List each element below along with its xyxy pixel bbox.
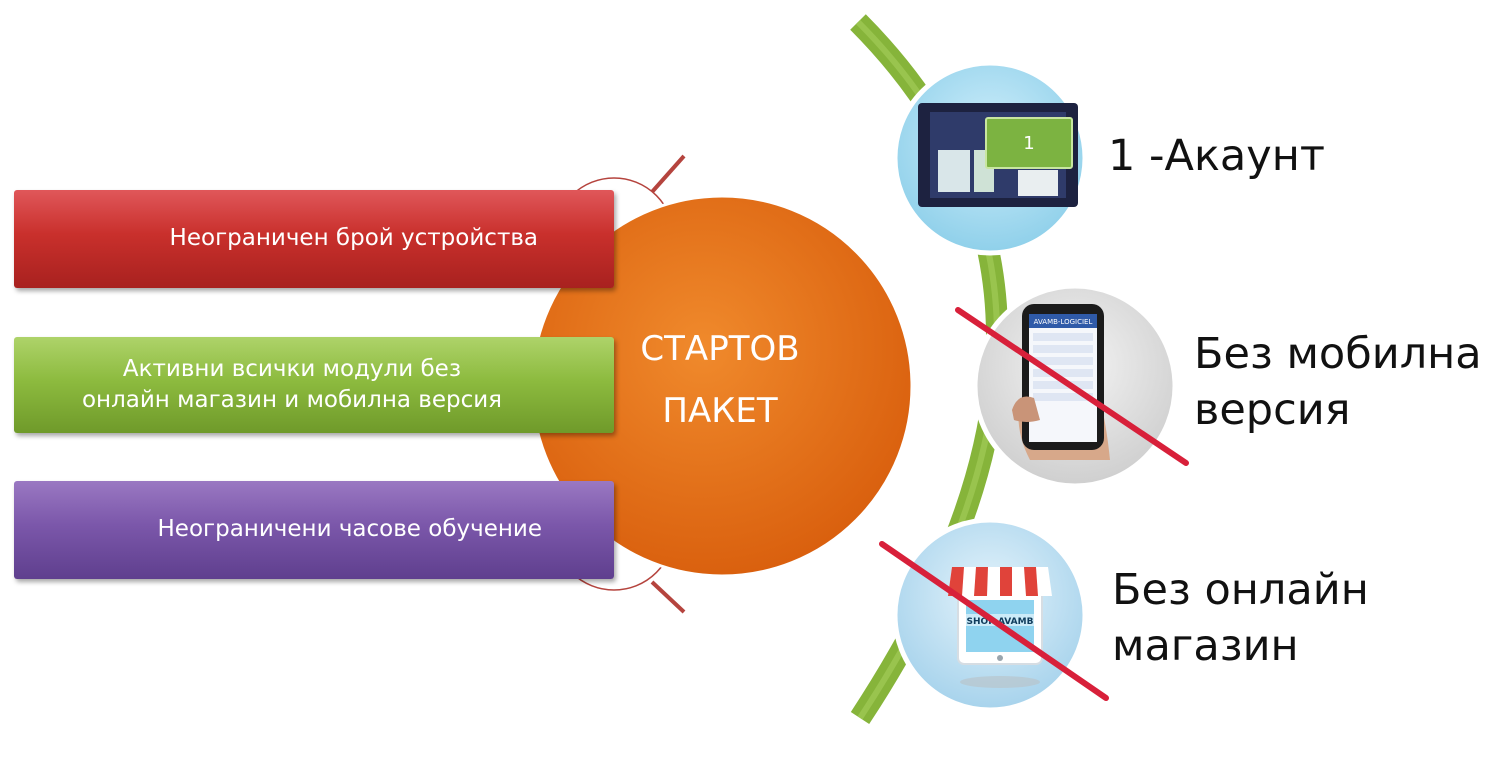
center-title: СТАРТОВ ПАКЕТ [560, 318, 880, 442]
feature-bar-training: Неограничени часове обучение [14, 481, 614, 579]
center-title-line1: СТАРТОВ [640, 329, 800, 369]
feature-label: Неограничен брой устройства [169, 225, 538, 252]
option-label-shop: Без онлайн магазин [1112, 565, 1369, 671]
feature-label: Неограничени часове обучение [157, 516, 542, 543]
feature-bar-modules: Активни всички модули без онлайн магазин… [14, 337, 614, 433]
cross-line-shop [879, 541, 1109, 701]
connector-bottom [650, 580, 686, 614]
center-title-line2: ПАКЕТ [662, 391, 778, 431]
cross-line-mobile [955, 307, 1189, 466]
feature-label: Активни всички модули без [122, 355, 462, 382]
option-label-account: 1 -Акаунт [1108, 131, 1325, 181]
option-circle-account: 1 [892, 60, 1088, 256]
phone-screen-title: AVAMB-LOGICIEL [1034, 318, 1093, 326]
online-shop-icon: SHOP AVAMB [948, 567, 1052, 688]
feature-bar-devices: Неограничен брой устройства [14, 190, 614, 288]
connector-top [650, 154, 686, 194]
feature-label: онлайн магазин и мобилна версия [81, 387, 502, 413]
laptop-account-icon: 1 [918, 103, 1078, 207]
option-label-mobile: Без мобилна версия [1194, 329, 1482, 435]
account-badge-number: 1 [1023, 133, 1034, 154]
